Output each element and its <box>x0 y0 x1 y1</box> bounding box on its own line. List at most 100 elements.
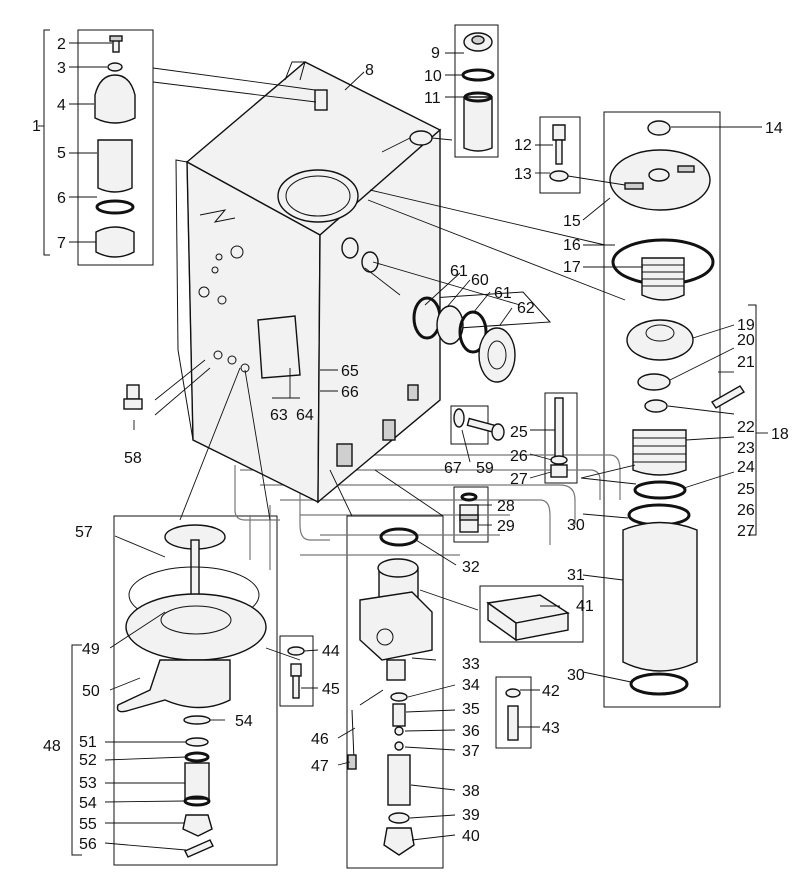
callout-53: 53 <box>79 775 97 792</box>
part-26-washer <box>550 455 568 465</box>
callout-15: 15 <box>563 213 581 230</box>
callout-7: 7 <box>57 235 66 252</box>
callout-2: 2 <box>57 36 66 53</box>
frame-suction-valve <box>346 515 444 869</box>
part-44-washer <box>287 646 305 656</box>
callout-29: 29 <box>497 518 515 535</box>
part-20-disc <box>637 373 671 391</box>
callout-61b: 61 <box>494 285 512 302</box>
part-54-seal-top <box>183 715 211 725</box>
frame-bolt-59 <box>450 405 489 445</box>
callout-27a: 27 <box>510 471 528 488</box>
filter-cover-assembly <box>549 120 745 696</box>
callout-58: 58 <box>124 450 142 467</box>
frame-drain-valve <box>113 515 278 866</box>
part-56-cotter-pin <box>184 839 214 858</box>
drain-plug <box>123 384 143 410</box>
frame-bolt-45 <box>279 635 314 707</box>
tank-cover-plate <box>257 315 301 379</box>
fitting-assembly <box>459 492 479 533</box>
frame-filter <box>603 111 721 708</box>
part-53-coupling <box>184 762 210 800</box>
part-51-washer <box>185 737 209 747</box>
callout-9: 9 <box>431 45 440 62</box>
part-4-cap <box>94 74 136 124</box>
callout-11: 11 <box>424 90 441 107</box>
part-31-filter-element <box>622 521 698 672</box>
bracket-assembly-18 <box>748 304 757 536</box>
callout-54b: 54 <box>79 795 97 812</box>
valve-spigot <box>386 659 406 681</box>
split-flange-assembly <box>486 594 570 741</box>
callout-33: 33 <box>462 656 480 673</box>
part-45-bolt-head <box>290 663 302 677</box>
part-39-seal <box>388 812 410 824</box>
part-28-seal <box>460 492 478 502</box>
part-40-cap-nut <box>383 827 415 856</box>
part-55-castle-nut <box>182 814 213 837</box>
valve-body-elbow <box>116 659 231 713</box>
callout-22: 22 <box>737 419 755 436</box>
frame-bolt-12 <box>539 116 581 194</box>
tank-filler-neck <box>409 130 433 146</box>
callout-20: 20 <box>737 332 755 349</box>
frame-bolt-43 <box>495 676 532 749</box>
callout-38: 38 <box>462 783 480 800</box>
tank-port-upper <box>341 237 359 259</box>
callout-65: 65 <box>341 363 359 380</box>
callout-62: 62 <box>517 300 535 317</box>
frame-filler <box>454 24 499 158</box>
callout-50: 50 <box>82 683 100 700</box>
part-34-washer <box>390 692 408 702</box>
callout-6: 6 <box>57 190 66 207</box>
callout-48: 48 <box>43 738 61 755</box>
callout-49: 49 <box>82 641 100 658</box>
callout-17: 17 <box>563 259 581 276</box>
part-7-sleeve <box>95 226 135 258</box>
callout-47: 47 <box>311 758 329 775</box>
callout-5: 5 <box>57 145 66 162</box>
callout-31: 31 <box>567 567 585 584</box>
callout-56: 56 <box>79 836 97 853</box>
callout-30a: 30 <box>567 517 585 534</box>
callout-labels: 1 2 3 4 5 6 7 8 9 10 11 12 13 14 15 16 1… <box>32 36 789 853</box>
callout-46: 46 <box>311 731 329 748</box>
callout-34: 34 <box>462 677 480 694</box>
tank-vent-stub <box>314 89 328 111</box>
tank-bracket-1 <box>336 443 353 467</box>
callout-24: 24 <box>737 459 755 476</box>
tank-filter-opening <box>277 169 359 223</box>
part-10-seal-ring <box>461 68 495 82</box>
part-32-o-ring <box>379 527 419 547</box>
part-38-housing <box>387 754 411 806</box>
sight-glass-assembly <box>412 296 516 383</box>
tank-mount-flange <box>175 159 194 441</box>
callout-66: 66 <box>341 384 359 401</box>
callout-63: 63 <box>270 407 288 424</box>
part-12-bolt-head <box>552 124 566 141</box>
callout-60: 60 <box>471 272 489 289</box>
part-11-strainer <box>463 96 493 152</box>
callout-45: 45 <box>322 681 340 698</box>
part-30-o-ring-bottom <box>629 672 689 696</box>
callout-51: 51 <box>79 734 97 751</box>
callout-13: 13 <box>514 166 532 183</box>
callout-52: 52 <box>79 752 97 769</box>
assembly-frames <box>43 24 757 869</box>
callout-21: 21 <box>737 354 755 371</box>
callout-28: 28 <box>497 498 515 515</box>
hydraulic-tank <box>175 61 442 504</box>
suction-valve-assembly <box>347 527 433 856</box>
tank-bracket-2 <box>382 419 396 441</box>
cover-clip-2 <box>677 165 695 173</box>
drain-valve-assembly <box>116 524 305 858</box>
stud-assembly <box>550 397 568 478</box>
frame-fitting-29 <box>453 486 489 543</box>
frame-stud-25 <box>544 392 578 484</box>
callout-18: 18 <box>771 426 789 443</box>
callout-35: 35 <box>462 701 480 718</box>
part-19-spring-seat <box>626 319 694 361</box>
part-52-o-ring <box>184 751 210 763</box>
